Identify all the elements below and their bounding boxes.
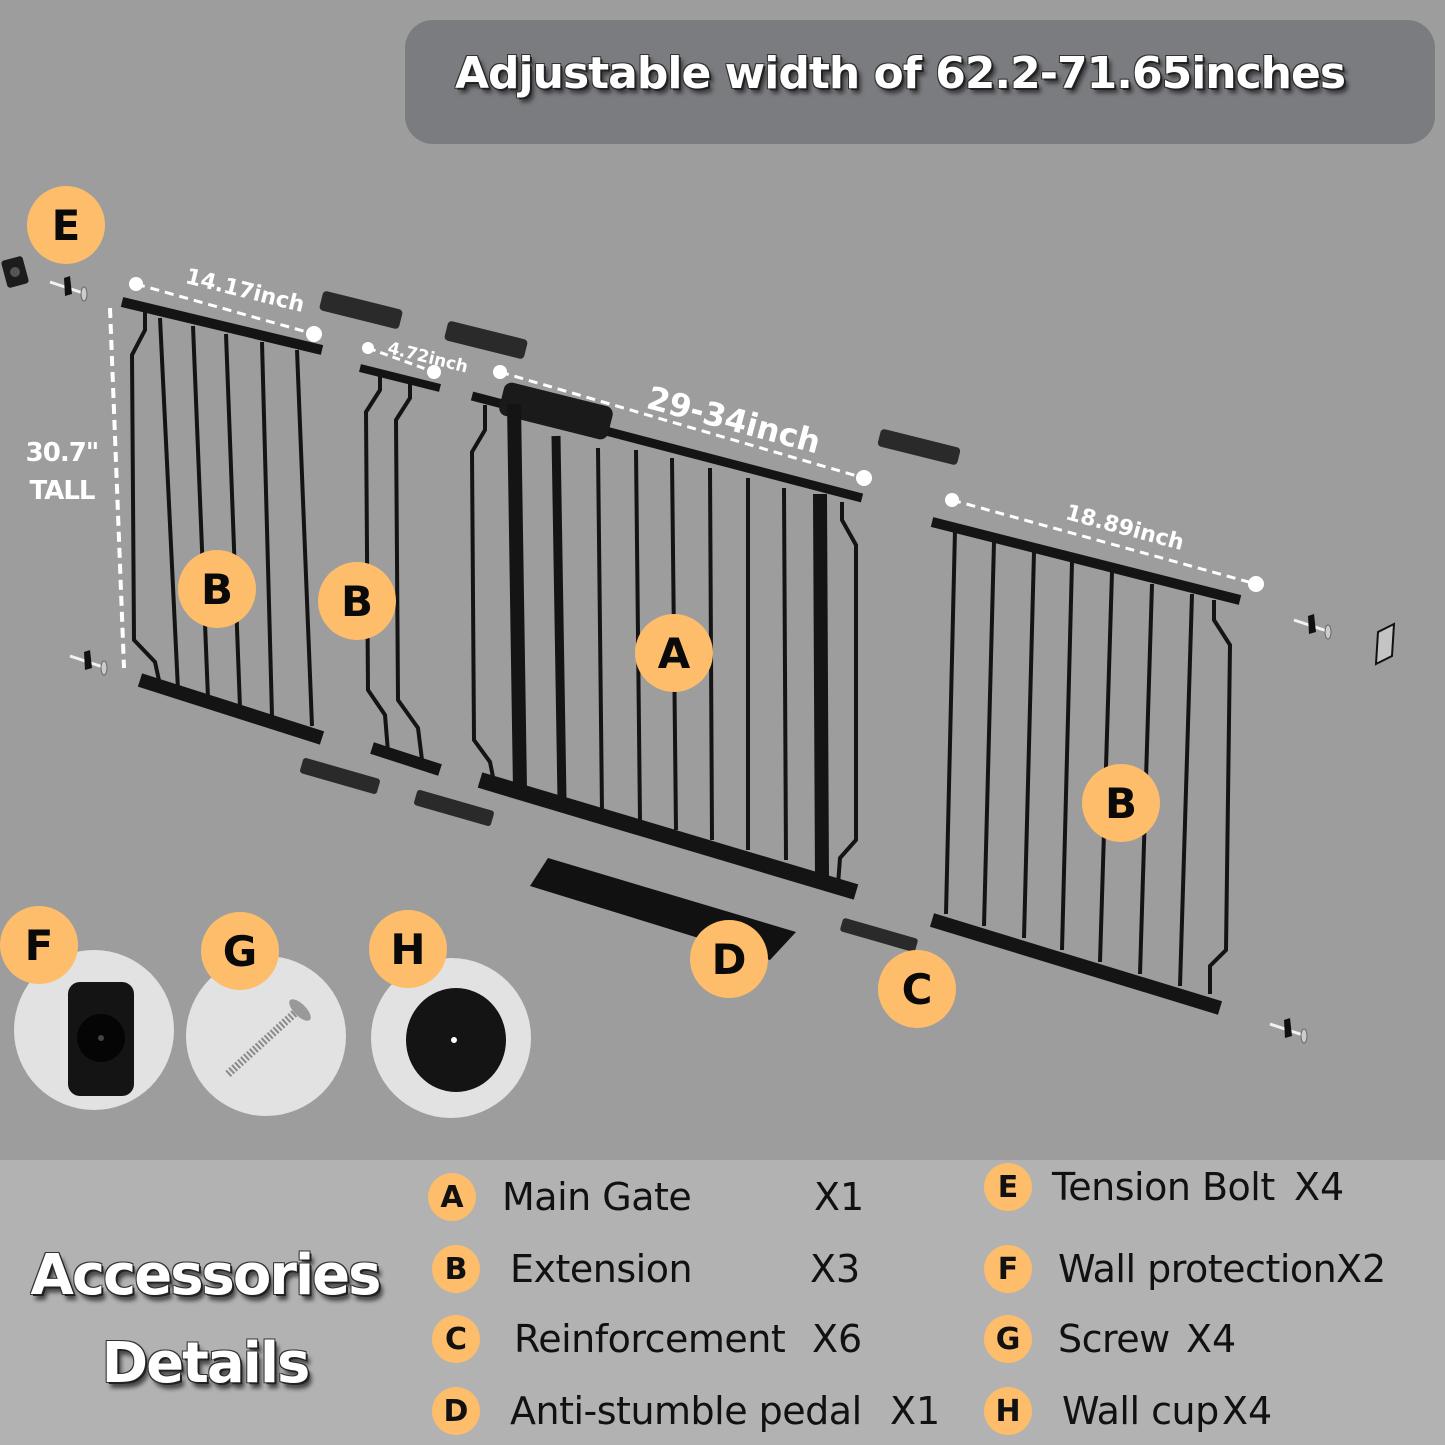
badge-pedal: D — [690, 920, 768, 998]
wall-cup-icon — [406, 988, 506, 1092]
screw-icon — [225, 999, 311, 1077]
page-title: Adjustable width of 62.2-71.65inches — [455, 48, 1346, 99]
extension-panel-right-icon — [929, 517, 1242, 1015]
height-dimension-line — [108, 307, 126, 669]
gate-exploded-diagram — [1, 256, 1396, 1118]
legend-item-qty: X4 — [1186, 1317, 1237, 1361]
legend-item-qty: X3 — [810, 1247, 861, 1291]
legend-item-name: Wall cup — [1062, 1389, 1219, 1433]
wall-pad-icon — [1374, 622, 1396, 666]
legend-item-qty: X2 — [1336, 1247, 1387, 1291]
legend-item: F Wall protection X2 — [984, 1244, 1386, 1294]
legend-item-name: Main Gate — [502, 1175, 692, 1219]
dimension-height: 30.7" TALL — [25, 438, 100, 506]
legend-badge: F — [984, 1245, 1032, 1293]
legend-item-qty: X6 — [812, 1317, 863, 1361]
badge-extension-right: B — [1082, 764, 1160, 842]
legend-item-qty: X4 — [1294, 1165, 1345, 1209]
legend-item-qty: X1 — [814, 1175, 865, 1219]
legend-item-name: Reinforcement — [514, 1317, 786, 1361]
wall-pad-icon — [1, 256, 29, 288]
legend-badge: E — [984, 1163, 1032, 1211]
legend-item-name: Tension Bolt — [1052, 1165, 1275, 1209]
tension-bolt-icon — [1268, 1016, 1309, 1045]
badge-main-gate: A — [635, 614, 713, 692]
tension-bolt-icon — [68, 648, 109, 677]
extension-panel-small-icon — [359, 364, 442, 776]
extension-panel-large-icon — [120, 297, 325, 745]
badge-wall-protection: F — [0, 906, 78, 984]
badge-tension-bolt: E — [27, 186, 105, 264]
legend-item-qty: X1 — [890, 1389, 941, 1433]
legend-badge: G — [984, 1315, 1032, 1363]
accessories-legend — [0, 1160, 1445, 1445]
badge-screw: G — [201, 912, 279, 990]
legend-item: H Wall cup X4 — [984, 1386, 1272, 1436]
legend-item: E Tension Bolt X4 — [984, 1162, 1344, 1212]
legend-badge: D — [432, 1387, 480, 1435]
legend-item-name: Anti-stumble pedal — [510, 1389, 862, 1433]
badge-reinforcement: C — [878, 950, 956, 1028]
badge-extension-mid: B — [318, 562, 396, 640]
tension-bolt-icon — [1292, 612, 1333, 641]
reinforcement-piece-icon — [300, 291, 961, 952]
legend-item: G Screw X4 — [984, 1314, 1236, 1364]
legend-item: A Main Gate X1 — [428, 1172, 864, 1222]
legend-badge: A — [428, 1173, 476, 1221]
legend-item-name: Wall protection — [1058, 1247, 1337, 1291]
legend-badge: B — [432, 1245, 480, 1293]
legend-badge: C — [432, 1315, 480, 1363]
legend-item-name: Extension — [510, 1247, 693, 1291]
tension-bolt-icon — [48, 274, 89, 303]
legend-item: D Anti-stumble pedal X1 — [432, 1386, 940, 1436]
legend-item: C Reinforcement X6 — [432, 1314, 862, 1364]
legend-item-qty: X4 — [1222, 1389, 1273, 1433]
legend-item-name: Screw — [1058, 1317, 1170, 1361]
legend-badge: H — [984, 1387, 1032, 1435]
title-banner — [405, 20, 1435, 144]
accessories-title: Accessories Details — [30, 1243, 382, 1396]
legend-item: B Extension X3 — [432, 1244, 860, 1294]
badge-extension-left: B — [178, 550, 256, 628]
wall-protection-icon — [68, 982, 134, 1096]
badge-wall-cup: H — [369, 910, 447, 988]
